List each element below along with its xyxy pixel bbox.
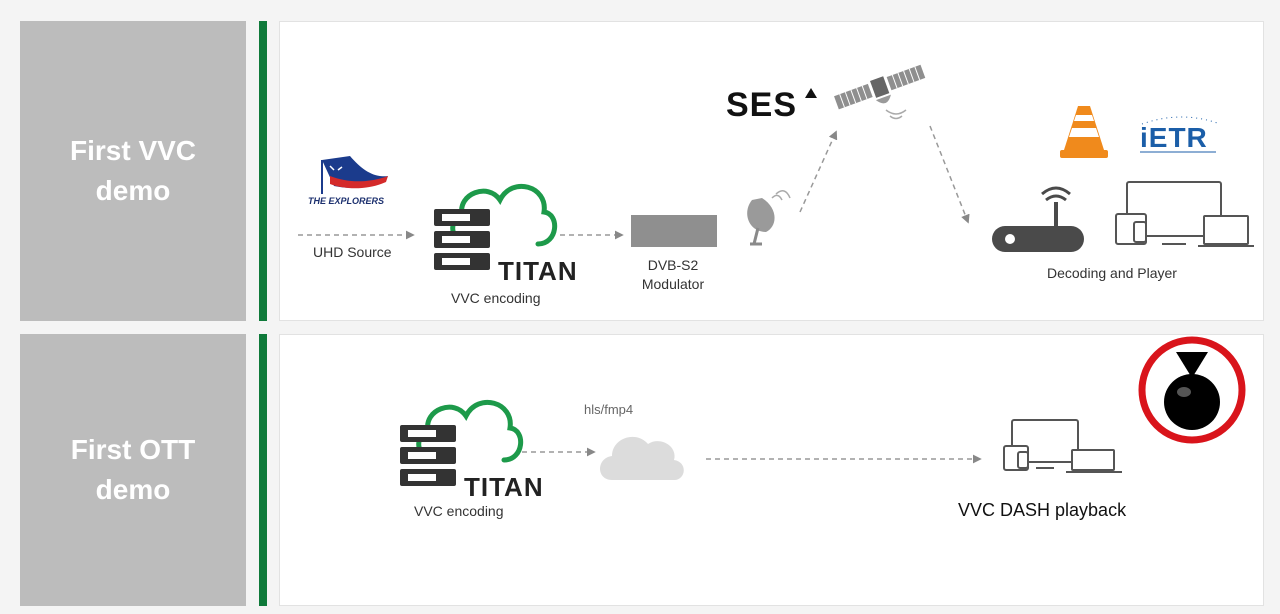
explorers-logo-text: THE EXPLORERS <box>308 196 385 206</box>
satellite-icon <box>834 64 926 110</box>
satellite-dish-icon <box>747 190 791 246</box>
devices-icon-row2 <box>1003 419 1122 473</box>
vlc-logo-icon <box>1060 106 1108 158</box>
titan-logo-text-row1: TITAN <box>498 256 578 286</box>
uhd-source-label: UHD Source <box>313 244 392 260</box>
first-vvc-demo-heading: First VVC demo <box>69 135 197 206</box>
ietr-logo-text: iETR <box>1140 122 1208 153</box>
satellite-signal-icon <box>885 109 907 120</box>
cloud-icon <box>600 436 684 480</box>
explorers-logo-icon <box>321 156 388 194</box>
hls-fmp4-label: hls/fmp4 <box>584 402 634 417</box>
vvc-demo-panel <box>279 21 1264 321</box>
ses-logo-text: SES <box>726 86 798 124</box>
dvb-s2-modulator-label: DVB-S2 Modulator <box>641 257 705 292</box>
devices-icon-row1 <box>1115 181 1254 247</box>
first-vvc-demo-label: First VVC demo <box>20 21 246 321</box>
row1-divider <box>259 21 267 321</box>
ietr-arc-icon <box>1141 116 1221 125</box>
titan-logo-icon-row2 <box>400 399 524 486</box>
titan-logo-text-row2: TITAN <box>464 472 544 502</box>
dvb-s2-modulator-icon <box>631 215 717 247</box>
ses-triangle-icon <box>805 88 817 98</box>
vvc-encoding-label-row2: VVC encoding <box>414 503 504 519</box>
downlink-arrow <box>929 125 970 224</box>
no-camera-sign-icon <box>1138 336 1246 444</box>
row2-divider <box>259 334 267 606</box>
uplink-arrow <box>799 130 838 213</box>
titan-logo-icon-row1 <box>434 183 558 270</box>
vvc-dash-playback-label: VVC DASH playback <box>958 500 1127 520</box>
vvc-encoding-label-row1: VVC encoding <box>451 290 541 306</box>
decoding-and-player-label: Decoding and Player <box>1047 265 1177 281</box>
first-ott-demo-heading: First OTT demo <box>70 434 196 505</box>
first-ott-demo-label: First OTT demo <box>20 334 246 606</box>
set-top-box-icon <box>992 186 1084 252</box>
